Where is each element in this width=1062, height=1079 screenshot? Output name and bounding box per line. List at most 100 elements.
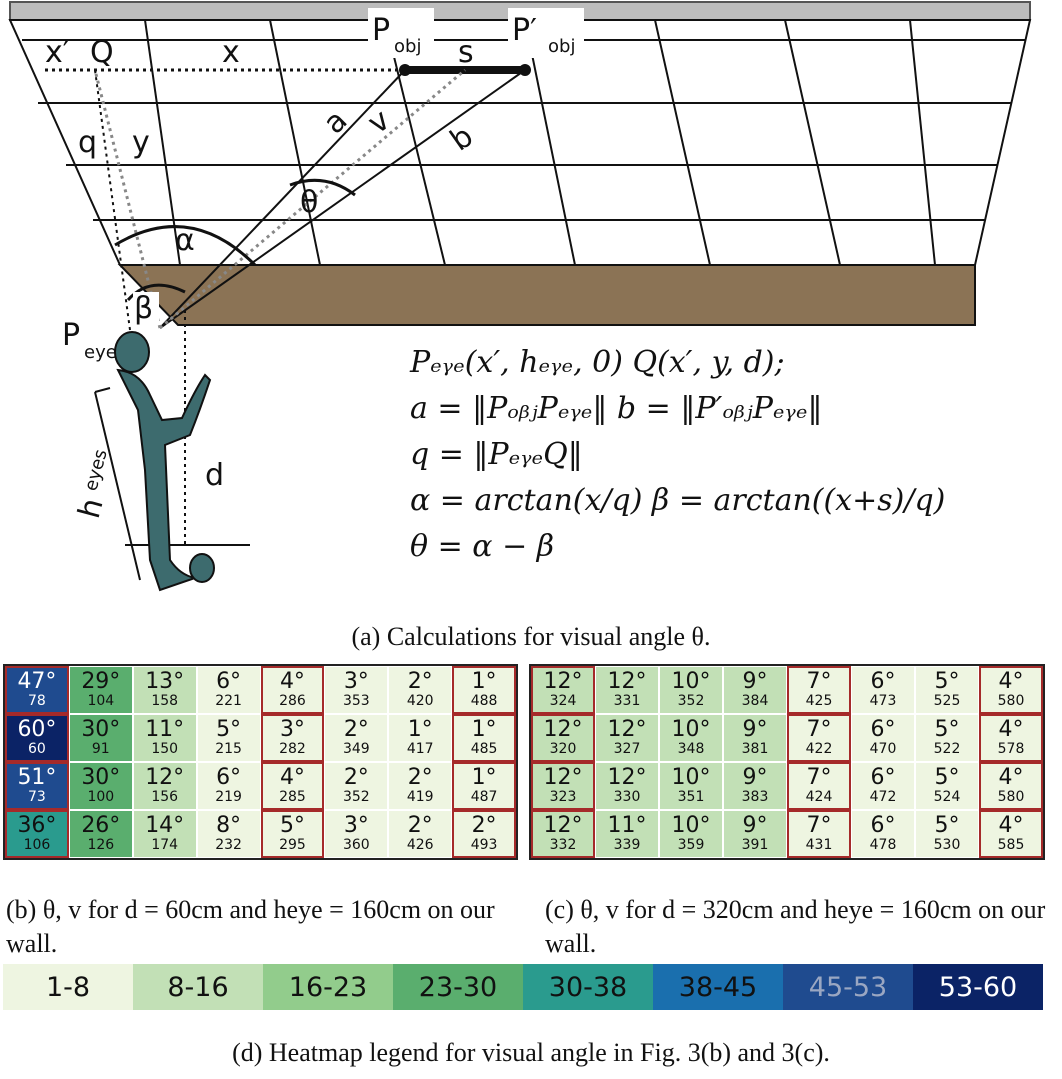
angle-value: 60° (17, 717, 57, 742)
caption-b: (b) θ, v for d = 60cm and heye = 160cm o… (6, 895, 495, 958)
angle-value: 5° (934, 717, 960, 742)
distance-value: 331 (613, 693, 641, 709)
angle-value: 10° (671, 717, 711, 742)
angle-value: 7° (806, 669, 832, 694)
heatmap-cell: 2°349 (324, 714, 389, 762)
heatmap-cell: 7°424 (787, 762, 851, 810)
angle-value: 7° (806, 765, 832, 790)
angle-value: 29° (81, 669, 121, 694)
legend-swatch: 53-60 (913, 964, 1043, 1010)
distance-value: 158 (151, 693, 179, 709)
angle-value: 4° (998, 669, 1024, 694)
formula-line-4: α = arctan(x/q) β = arctan((x+s)/q) (410, 483, 946, 518)
distance-value: 349 (342, 741, 370, 757)
heatmap-cell: 2°419 (388, 762, 453, 810)
distance-value: 60 (28, 741, 46, 757)
heatmap-cell: 2°493 (452, 810, 516, 858)
label-y: y (132, 125, 150, 160)
heatmap-cell: 12°156 (132, 762, 197, 810)
angle-value: 7° (806, 717, 832, 742)
angle-value: 3° (279, 717, 305, 742)
beta-label-bg (133, 292, 159, 322)
label-p-obj-sub: obj (394, 36, 421, 57)
angle-value: 7° (806, 813, 832, 838)
heatmap-cell: 9°384 (723, 666, 787, 714)
angle-value: 12° (145, 765, 185, 790)
line-b (159, 69, 526, 329)
heatmap-cell: 6°478 (851, 810, 915, 858)
angle-value: 11° (607, 813, 647, 838)
heatmap-cell: 1°485 (452, 714, 516, 762)
label-p-obj-prime-sub: obj (548, 36, 575, 57)
label-p-eye: P (62, 318, 80, 353)
label-s: s (458, 35, 474, 70)
heatmap-cell: 10°359 (659, 810, 723, 858)
beta-arc (126, 283, 186, 302)
angle-value: 10° (671, 813, 711, 838)
distance-value: 320 (549, 741, 577, 757)
angle-value: 4° (279, 669, 305, 694)
angle-value: 3° (343, 669, 369, 694)
label-theta: θ (300, 185, 318, 220)
distance-value: 221 (215, 693, 242, 709)
angle-value: 5° (279, 813, 305, 838)
distance-value: 391 (741, 837, 769, 853)
heatmap-cell: 10°351 (659, 762, 723, 810)
distance-value: 126 (87, 837, 115, 853)
angle-value: 12° (543, 669, 583, 694)
distance-value: 219 (215, 789, 242, 805)
angle-value: 12° (543, 717, 583, 742)
distance-value: 424 (805, 789, 833, 805)
caption-d: (d) Heatmap legend for visual angle in F… (232, 1038, 830, 1067)
distance-value: 425 (805, 693, 833, 709)
angle-value: 1° (471, 765, 497, 790)
angle-value: 5° (934, 765, 960, 790)
distance-value: 348 (677, 741, 705, 757)
distance-value: 381 (741, 741, 769, 757)
angle-value: 12° (543, 813, 583, 838)
heatmap-cell: 12°330 (595, 762, 659, 810)
angle-value: 4° (998, 717, 1024, 742)
heatmap-cell: 12°320 (531, 714, 595, 762)
distance-value: 174 (151, 837, 179, 853)
distance-value: 585 (997, 837, 1025, 853)
heatmap-cell: 2°420 (388, 666, 453, 714)
caption-c: (c) θ, v for d = 320cm and heye = 160cm … (545, 895, 1046, 958)
distance-value: 473 (869, 693, 897, 709)
wall-grid (22, 19, 1026, 266)
angle-value: 30° (81, 717, 121, 742)
alpha-arc (114, 225, 257, 267)
heatmap-cell: 6°470 (851, 714, 915, 762)
distance-value: 359 (677, 837, 705, 853)
label-x: x (222, 35, 240, 70)
distance-value: 431 (805, 837, 833, 853)
heatmap-cell: 12°324 (531, 666, 595, 714)
angle-value: 5° (934, 813, 960, 838)
heatmap-cell: 10°348 (659, 714, 723, 762)
heatmap-cell: 12°323 (531, 762, 595, 810)
distance-value: 232 (215, 837, 242, 853)
distance-value: 352 (342, 789, 370, 805)
heatmap-cell: 2°426 (388, 810, 453, 858)
heatmap-cell: 9°381 (723, 714, 787, 762)
angle-value: 2° (407, 669, 433, 694)
legend-swatch: 1-8 (3, 964, 133, 1010)
heatmap-cell: 14°174 (132, 810, 197, 858)
distance-value: 353 (342, 693, 370, 709)
heatmap-cell: 26°126 (68, 810, 133, 858)
distance-value: 100 (87, 789, 115, 805)
h-eye-line (94, 391, 141, 581)
distance-value: 384 (741, 693, 769, 709)
angle-value: 4° (998, 765, 1024, 790)
angle-value: 6° (870, 813, 896, 838)
heatmap-cell: 4°578 (979, 714, 1043, 762)
distance-value: 525 (933, 693, 961, 709)
heatmap-cell: 6°219 (196, 762, 261, 810)
distance-value: 383 (741, 789, 769, 805)
p-obj-prime-label-bg (508, 8, 584, 58)
angle-value: 4° (998, 813, 1024, 838)
heatmap-cell: 7°422 (787, 714, 851, 762)
distance-value: 522 (933, 741, 961, 757)
heatmap-cell: 8°232 (196, 810, 261, 858)
